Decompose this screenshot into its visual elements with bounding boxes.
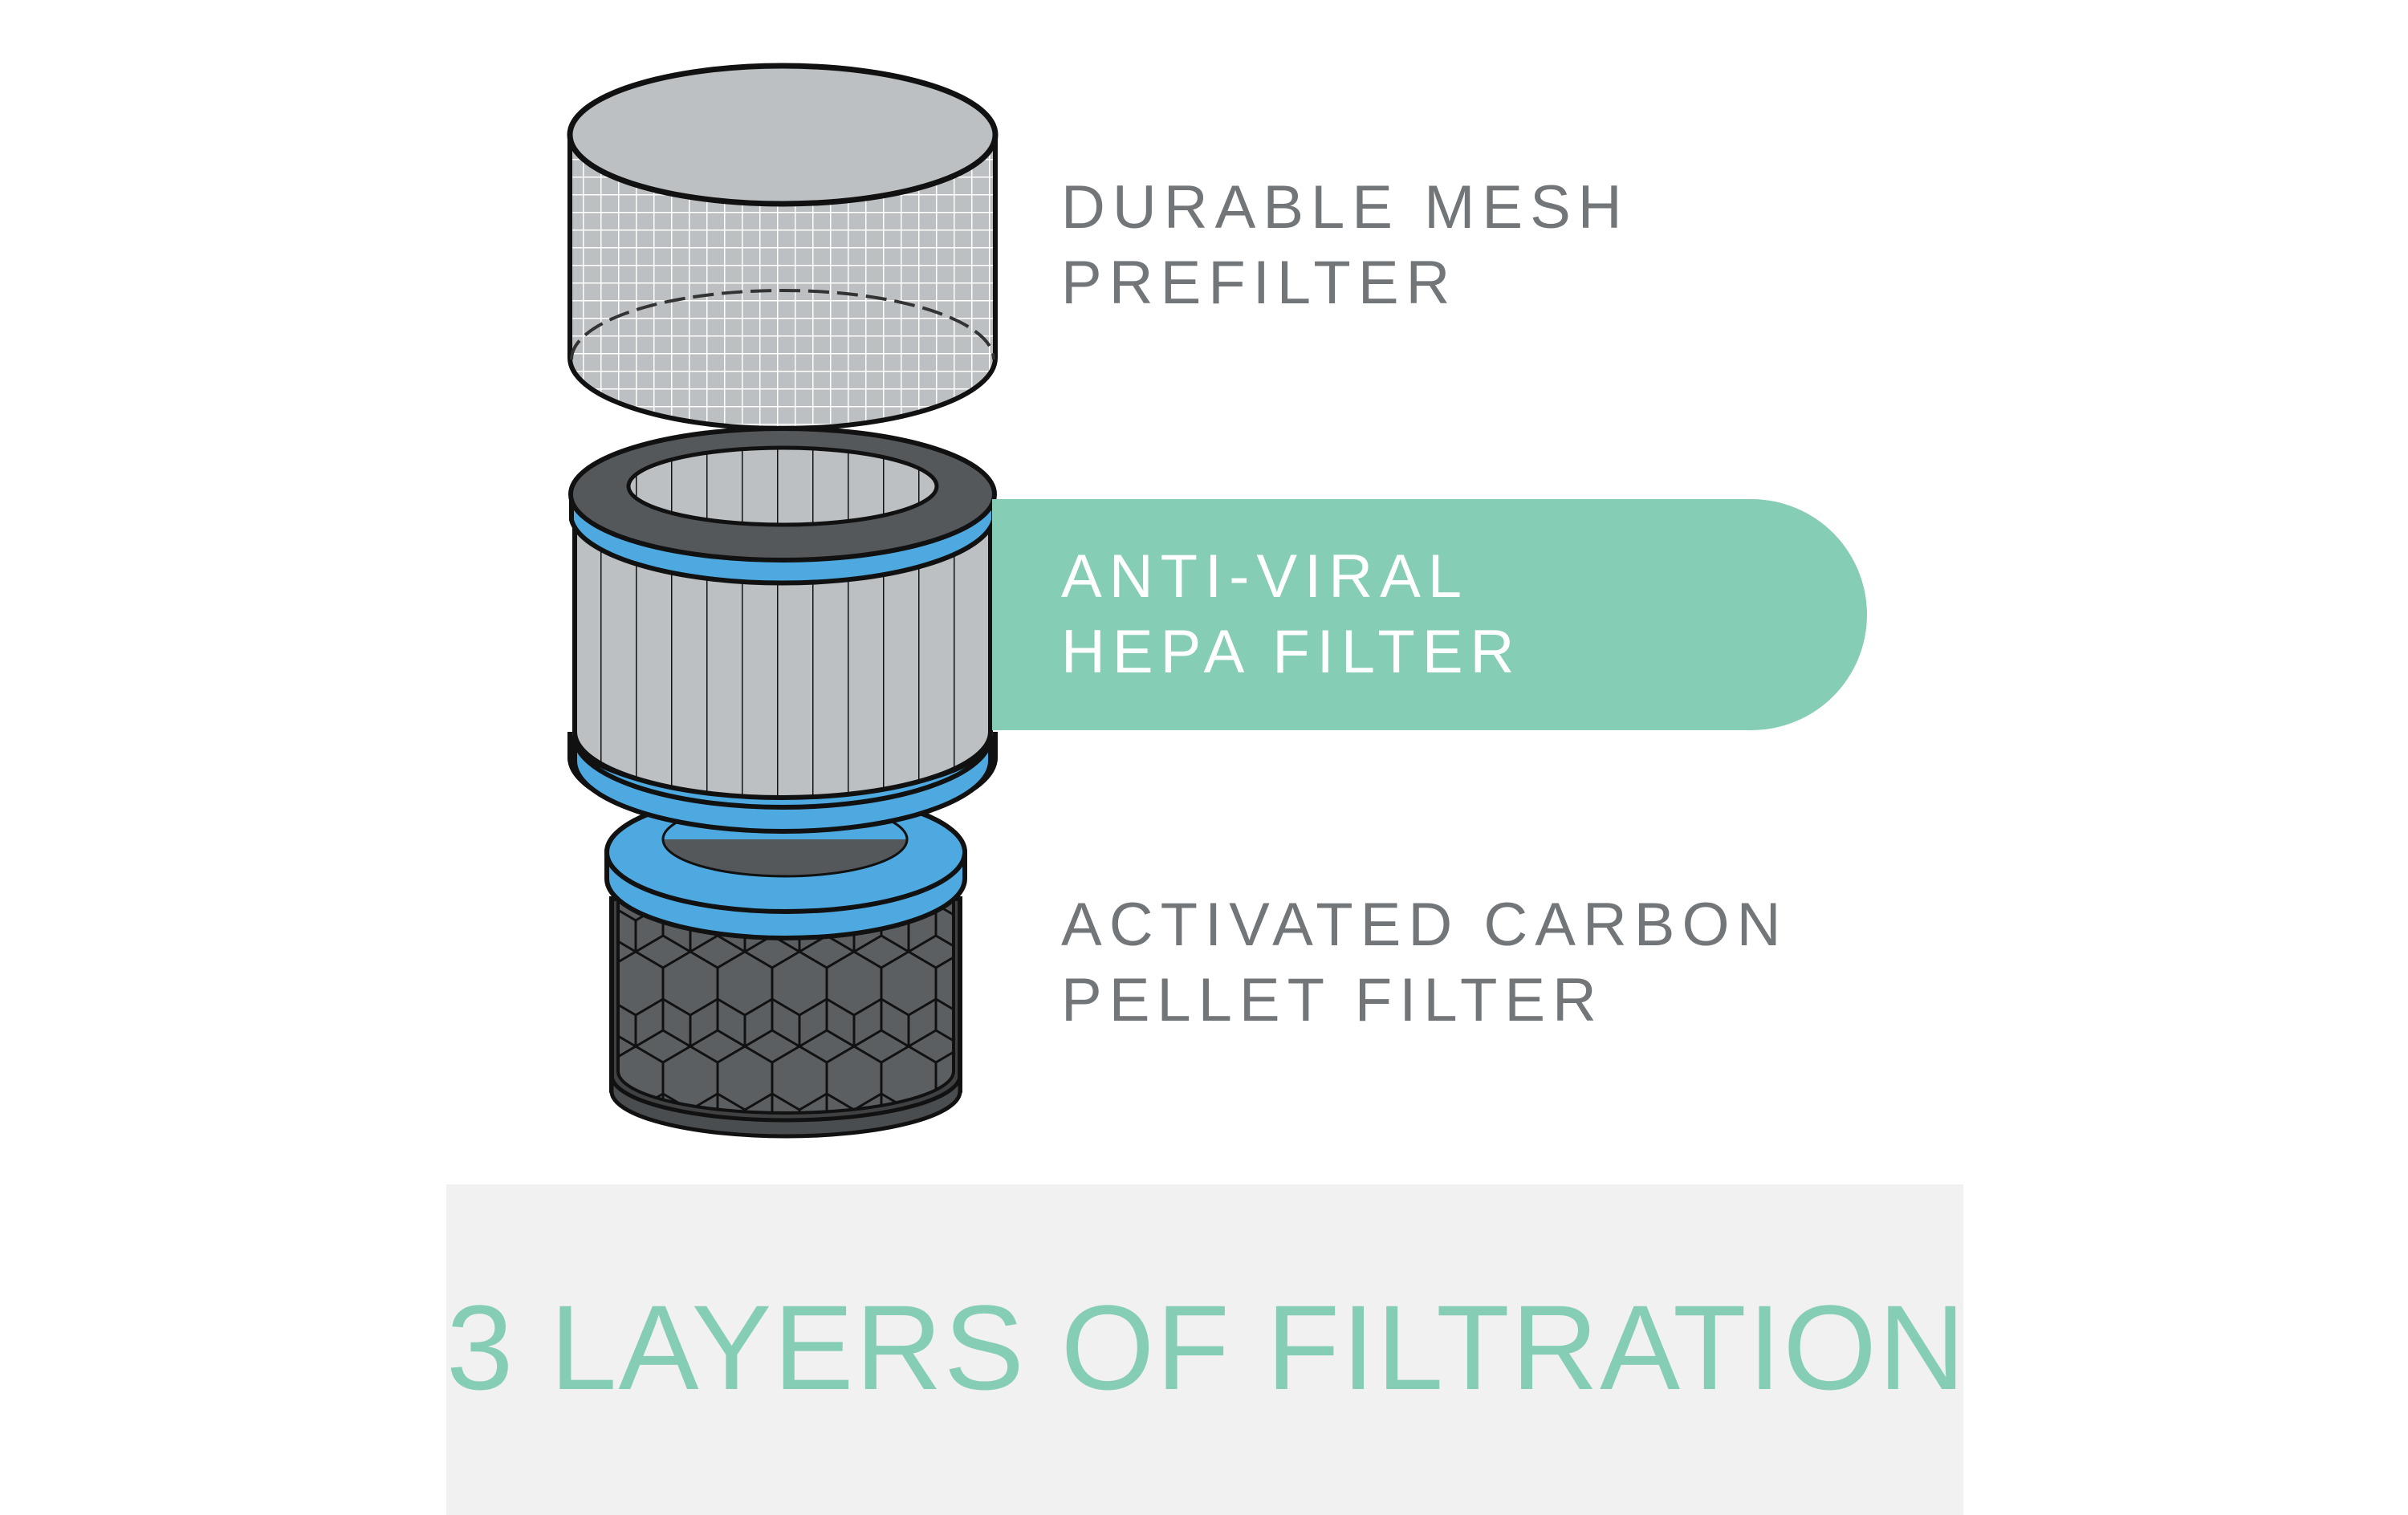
carbon-label: ACTIVATED CARBON PELLET FILTER: [1061, 887, 1788, 1038]
carbon-label-line1: ACTIVATED CARBON: [1061, 891, 1788, 959]
prefilter-label-line1: DURABLE MESH: [1061, 173, 1629, 242]
hepa-label: ANTI-VIRAL HEPA FILTER: [1061, 539, 1521, 690]
mesh-prefilter-icon: [567, 63, 999, 431]
filtration-banner: 3 LAYERS OF FILTRATION: [446, 1184, 1967, 1515]
hepa-label-line1: ANTI-VIRAL: [1061, 542, 1470, 611]
prefilter-label: DURABLE MESH PREFILTER: [1061, 170, 1629, 321]
hepa-filter-icon: [567, 426, 998, 834]
carbon-filter-icon: [604, 790, 967, 1139]
carbon-label-line2: PELLET FILTER: [1061, 966, 1604, 1034]
banner-title: 3 LAYERS OF FILTRATION: [446, 1280, 1967, 1415]
hepa-highlight-pill: [992, 499, 1867, 730]
prefilter-label-line2: PREFILTER: [1061, 249, 1458, 317]
hepa-label-line2: HEPA FILTER: [1061, 618, 1522, 686]
